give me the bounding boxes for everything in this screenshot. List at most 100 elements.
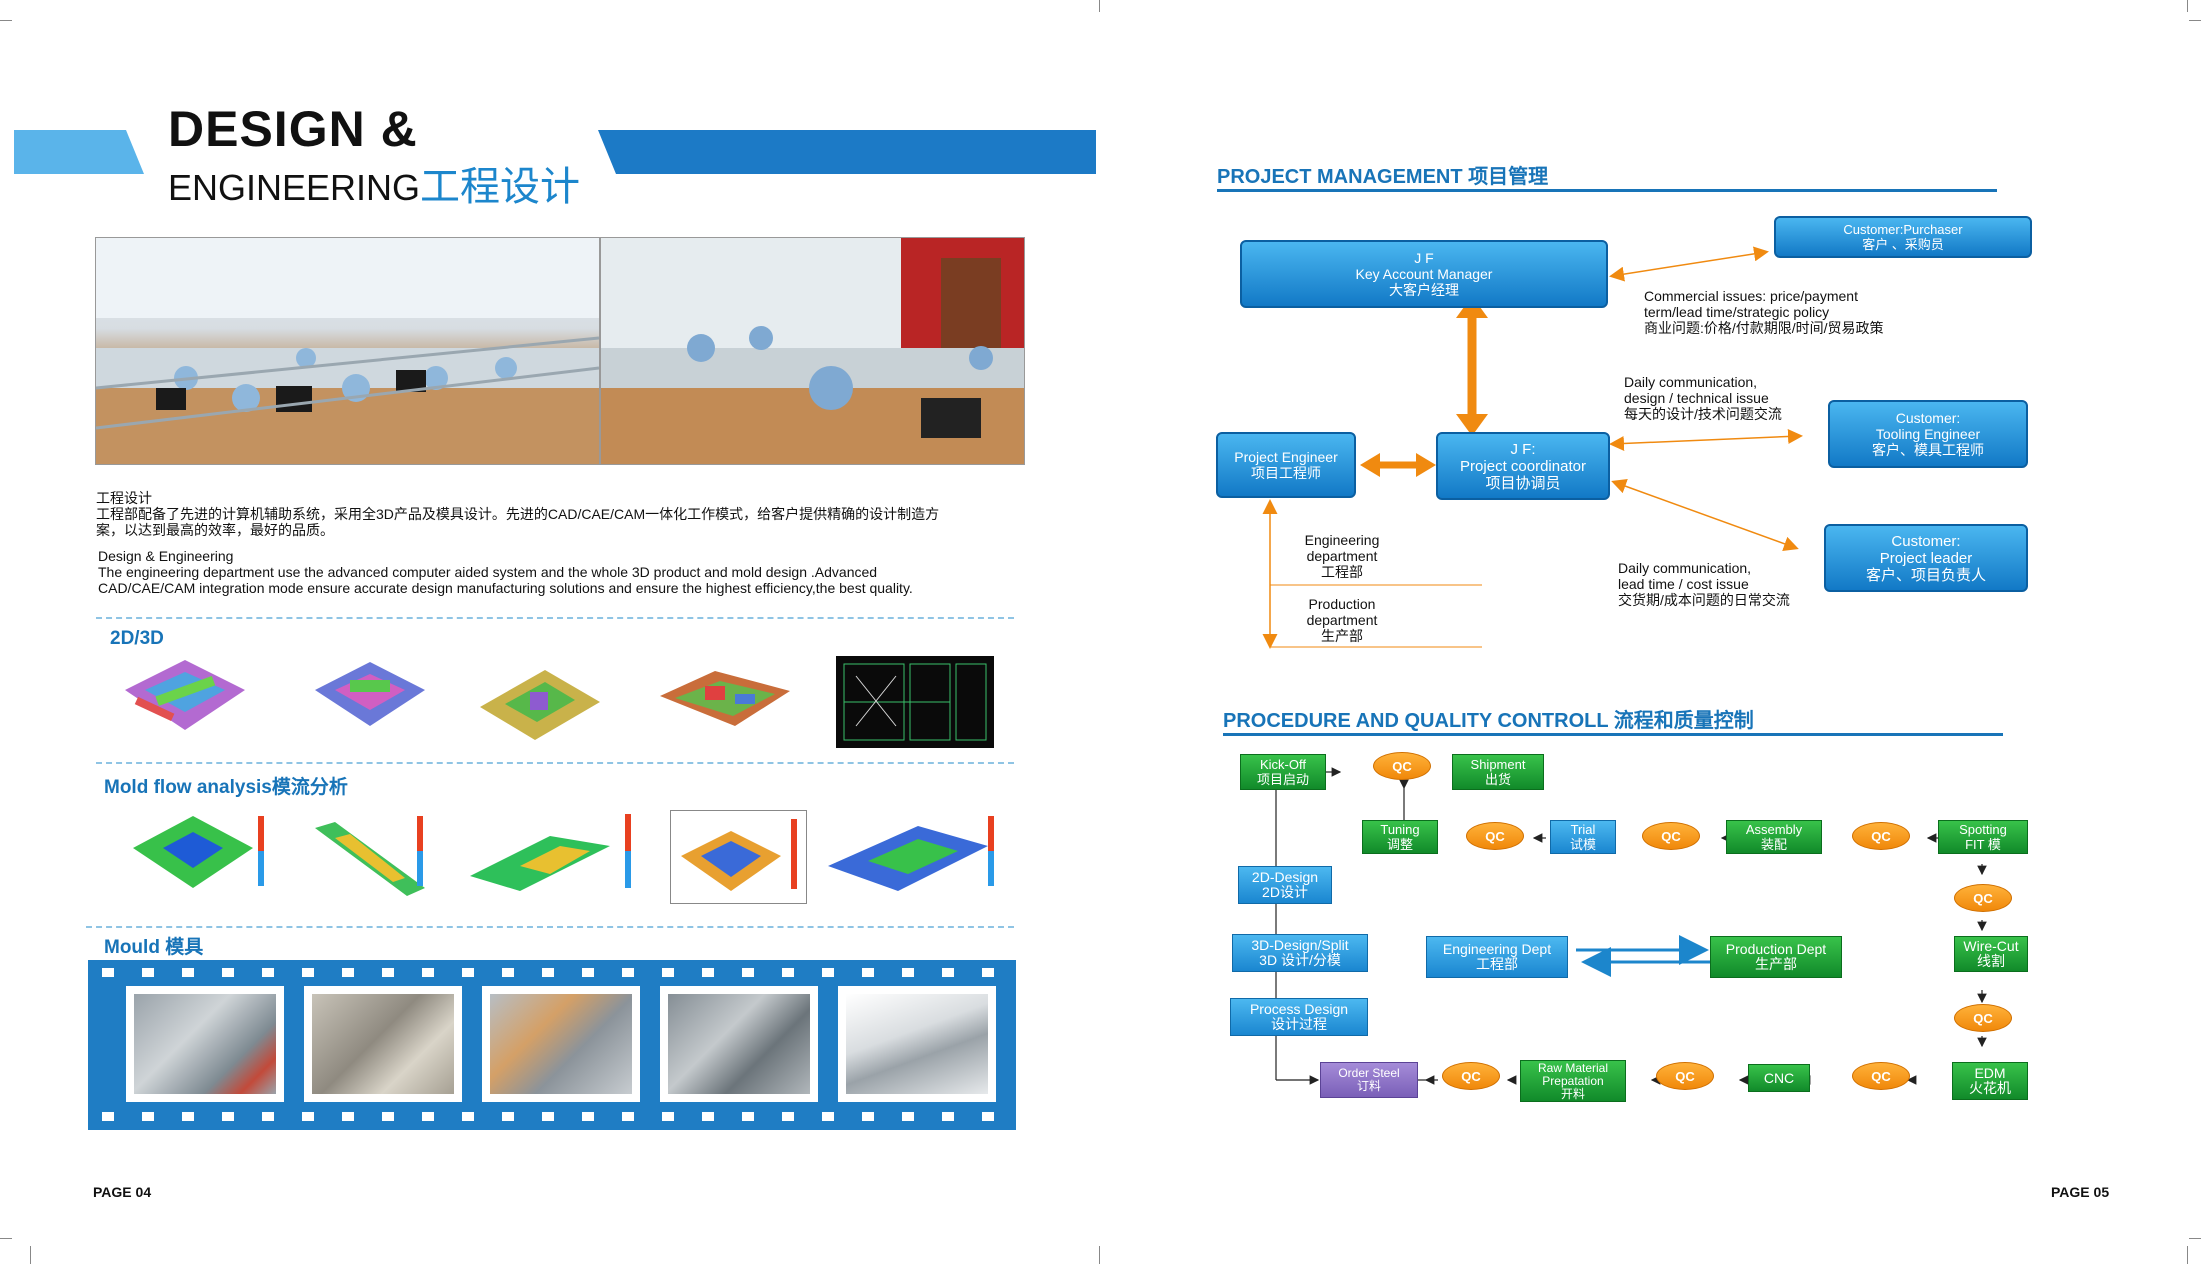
section-moldflow-heading: Mold flow analysis模流分析 xyxy=(104,777,348,798)
qc-badge: QC xyxy=(1373,752,1431,780)
pe-line1: Project Engineer xyxy=(1234,449,1338,465)
mould-photo-4-image xyxy=(668,994,810,1094)
cad-thumb-5-drawing xyxy=(836,656,994,748)
cnc-label: CNC xyxy=(1763,1069,1795,1086)
film-hole xyxy=(862,1112,874,1121)
page-number-right: PAGE 05 xyxy=(2051,1184,2110,1200)
tooling-line3: 客户、模具工程师 xyxy=(1872,442,1984,458)
edm-box: EDM 火花机 xyxy=(1952,1062,2028,1100)
tooling-line1: Customer: xyxy=(1895,410,1961,426)
assembly-box: Assembly 装配 xyxy=(1726,820,1822,854)
process-design-box: Process Design 设计过程 xyxy=(1230,998,1368,1036)
film-hole xyxy=(982,1112,994,1121)
note-daily2-3: 交货期/成本问题的日常交流 xyxy=(1618,592,1790,608)
note-daily-1: Daily communication, xyxy=(1624,374,1758,390)
header-accent-bar xyxy=(14,130,144,174)
moldflow-thumb-1 xyxy=(133,816,264,888)
moldflow-thumb-5 xyxy=(828,816,994,891)
kam-line2: Key Account Manager xyxy=(1355,266,1493,282)
leader-line1: Customer: xyxy=(1891,532,1961,550)
eng-dept-3: 工程部 xyxy=(1321,564,1363,580)
film-hole xyxy=(902,968,914,977)
film-hole xyxy=(462,1112,474,1121)
film-hole xyxy=(382,1112,394,1121)
design2d-line1: 2D-Design xyxy=(1251,869,1319,885)
mould-photo-2-image xyxy=(312,994,454,1094)
film-hole xyxy=(742,1112,754,1121)
engineering-department-label: Engineering department 工程部 xyxy=(1292,532,1392,580)
mould-photo-3-image xyxy=(490,994,632,1094)
shipment-line2: 出货 xyxy=(1484,772,1511,787)
film-hole xyxy=(302,1112,314,1121)
film-hole xyxy=(942,968,954,977)
film-hole xyxy=(222,1112,234,1121)
tuning-line1: Tuning xyxy=(1380,822,1420,837)
film-hole xyxy=(262,1112,274,1121)
prod-dept-3: 生产部 xyxy=(1321,628,1363,644)
shipment-line1: Shipment xyxy=(1470,757,1526,772)
trial-line1: Trial xyxy=(1570,822,1596,837)
divider xyxy=(96,762,1014,764)
design3d-line2: 3D 设计/分模 xyxy=(1259,952,1341,968)
page-title-line2: ENGINEERING工程设计 xyxy=(168,154,580,212)
project-engineer-box: Project Engineer 项目工程师 xyxy=(1216,432,1356,498)
purchaser-line1: Customer:Purchaser xyxy=(1843,222,1963,237)
pq-connectors xyxy=(1275,767,1987,1085)
leader-line2: Project leader xyxy=(1879,549,1973,567)
cad-thumb-1 xyxy=(125,660,245,730)
note-daily-design: Daily communication, design / technical … xyxy=(1624,374,1782,422)
office-photo-left xyxy=(95,237,600,465)
tooling-line2: Tooling Engineer xyxy=(1875,426,1981,442)
qc-badge: QC xyxy=(1466,822,1524,850)
kickoff-line1: Kick-Off xyxy=(1260,757,1306,772)
film-hole xyxy=(422,1112,434,1121)
moldflow-thumb-3 xyxy=(470,814,631,891)
pm-heading-underline xyxy=(1217,189,1997,192)
note-commercial-3: 商业问题:价格/付款期限/时间/贸易政策 xyxy=(1644,320,1884,336)
intro-cn-title: 工程设计 xyxy=(96,490,152,506)
tooling-engineer-box: Customer: Tooling Engineer 客户、模具工程师 xyxy=(1828,400,2028,468)
film-hole xyxy=(342,1112,354,1121)
kam-line1: J F xyxy=(1414,250,1434,266)
film-hole xyxy=(582,1112,594,1121)
spotting-line1: Spotting xyxy=(1959,822,2007,837)
ordersteel-line2: 订料 xyxy=(1356,1079,1381,1093)
rawmat-line3: 开料 xyxy=(1560,1086,1585,1101)
note-daily-3: 每天的设计/技术问题交流 xyxy=(1624,406,1782,422)
film-hole xyxy=(342,968,354,977)
intro-en: Design & Engineering The engineering dep… xyxy=(98,548,1028,596)
process-line2: 设计过程 xyxy=(1271,1016,1327,1032)
film-hole xyxy=(902,1112,914,1121)
engdept-line2: 工程部 xyxy=(1476,956,1518,972)
qc-badge: QC xyxy=(1656,1062,1714,1090)
wirecut-line2: 线割 xyxy=(1977,953,2005,969)
moldflow-thumb-4 xyxy=(670,810,807,904)
crop-mark xyxy=(1099,0,1100,12)
design3d-line1: 3D-Design/Split xyxy=(1251,937,1349,953)
trial-box: Trial 试模 xyxy=(1550,820,1616,854)
film-hole xyxy=(662,968,674,977)
office-photo-right xyxy=(600,237,1025,465)
cad-thumb-4 xyxy=(660,671,790,726)
cad-thumb-3 xyxy=(480,670,600,740)
film-hole xyxy=(262,968,274,977)
film-hole xyxy=(542,968,554,977)
process-line1: Process Design xyxy=(1249,1001,1349,1017)
assembly-line2: 装配 xyxy=(1760,837,1787,852)
film-hole xyxy=(582,968,594,977)
purchaser-line2: 客户 、采购员 xyxy=(1862,237,1944,252)
qc-badge: QC xyxy=(1954,884,2012,912)
film-hole xyxy=(622,1112,634,1121)
note-daily2-2: lead time / cost issue xyxy=(1618,576,1749,592)
film-hole xyxy=(382,968,394,977)
intro-en-line1: The engineering department use the advan… xyxy=(98,564,878,580)
eng-dept-2: department xyxy=(1306,548,1378,564)
film-hole xyxy=(822,968,834,977)
film-hole xyxy=(182,1112,194,1121)
raw-material-box: Raw Material Prepatation 开料 xyxy=(1520,1060,1626,1102)
note-daily-cost: Daily communication, lead time / cost is… xyxy=(1618,560,1790,608)
film-hole xyxy=(702,1112,714,1121)
qc-badge: QC xyxy=(1852,1062,1910,1090)
coordinator-line2: Project coordinator xyxy=(1460,457,1586,475)
intro-cn-line1: 工程部配备了先进的计算机辅助系统，采用全3D产品及模具设计。先进的CAD/CAE… xyxy=(96,506,940,522)
